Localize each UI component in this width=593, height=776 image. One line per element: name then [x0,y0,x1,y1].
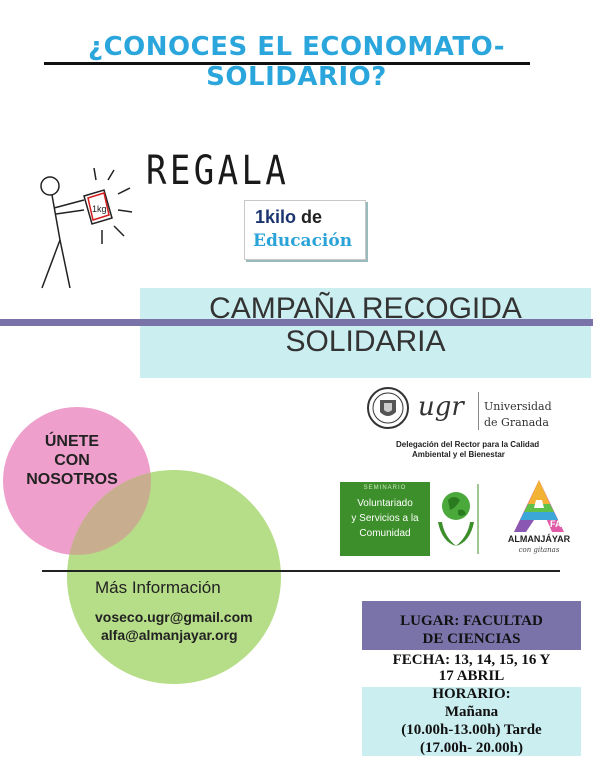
voluntariado-small: SEMINARIO [363,485,407,491]
campaign-banner [140,288,591,378]
title-underline [44,62,530,65]
purple-stripe [0,319,593,326]
schedule-time-line2: (17.00h- 20.00h) [420,740,523,756]
kilo-badge-line1: 1kilo de [255,207,322,228]
alfa-tagline: con gitanas [518,546,560,554]
schedule-heading: HORARIO: [432,686,511,702]
location-line1: LUGAR: FACULTAD [400,613,543,629]
de-text: de [301,207,323,227]
page-title: ¿CONOCES EL ECONOMATO-SOLIDARIO? [87,32,506,92]
schedule-time-line1: (10.00h-13.00h) Tarde [401,722,542,738]
university-seal-icon [367,387,409,429]
voluntariado-line3: Comunidad [359,528,411,539]
join-line1: ÚNETE [44,433,100,450]
ugr-logo: ugr Universidad de Granada Delegación de… [366,386,581,466]
campaign-title-line1: CAMPAÑA RECOGIDA [209,292,522,325]
voluntariado-line2: y Servicios a la [351,513,419,524]
bag-label: 1kg [92,204,107,214]
schedule-morning: Mañana [444,704,499,720]
date-line2: 17 ABRIL [438,668,505,684]
join-line3: NOSOTROS [26,471,118,488]
circle-overlap [3,407,151,555]
delegation-line2: Ambiental y el Bienestar [412,450,505,459]
regala-heading: REGALA [146,148,290,194]
voluntariado-line1: Voluntariado [357,498,413,509]
more-info-title: Más Información [95,578,221,597]
join-us-text: ÚNETE CON NOSOTROS [8,432,136,489]
alfa-logo-letter-icon: ALFA [514,480,564,532]
globe-hands-icon [438,484,479,554]
email-alfa[interactable]: alfa@almanjayar.org [101,627,238,643]
almanjayar-text: ALMANJÁYAR [507,534,571,544]
horizontal-divider [42,570,560,572]
ugr-separator [478,392,479,430]
university-name-line2: de Granada [484,416,549,429]
stick-figure-illustration: 1kg [40,167,133,289]
date-line1: FECHA: 13, 14, 15, 16 Y [392,652,551,668]
educacion-text: Educación [253,231,353,251]
email-voseco[interactable]: voseco.ugr@gmail.com [95,609,253,625]
delegation-line1: Delegación del Rector para la Calidad [396,440,540,449]
kilo-education-badge: 1kilo de Educación [244,200,366,260]
campaign-title-line2: SOLIDARIA [285,325,446,358]
location-line2: DE CIENCIAS [422,631,521,647]
voluntariado-logo: SEMINARIO Voluntariado y Servicios a la … [340,482,430,556]
ugr-logo-text: ugr [418,392,464,422]
university-name-line1: Universidad [484,400,552,413]
schedule-box [362,687,581,756]
join-line2: CON [54,452,90,469]
one-kilo-text: 1kilo [255,207,297,227]
alfa-name: ALFA [538,519,562,529]
alfa-almanjayar-logo: ALFA ALMANJÁYAR con gitanas [506,478,572,558]
location-box [362,601,581,650]
